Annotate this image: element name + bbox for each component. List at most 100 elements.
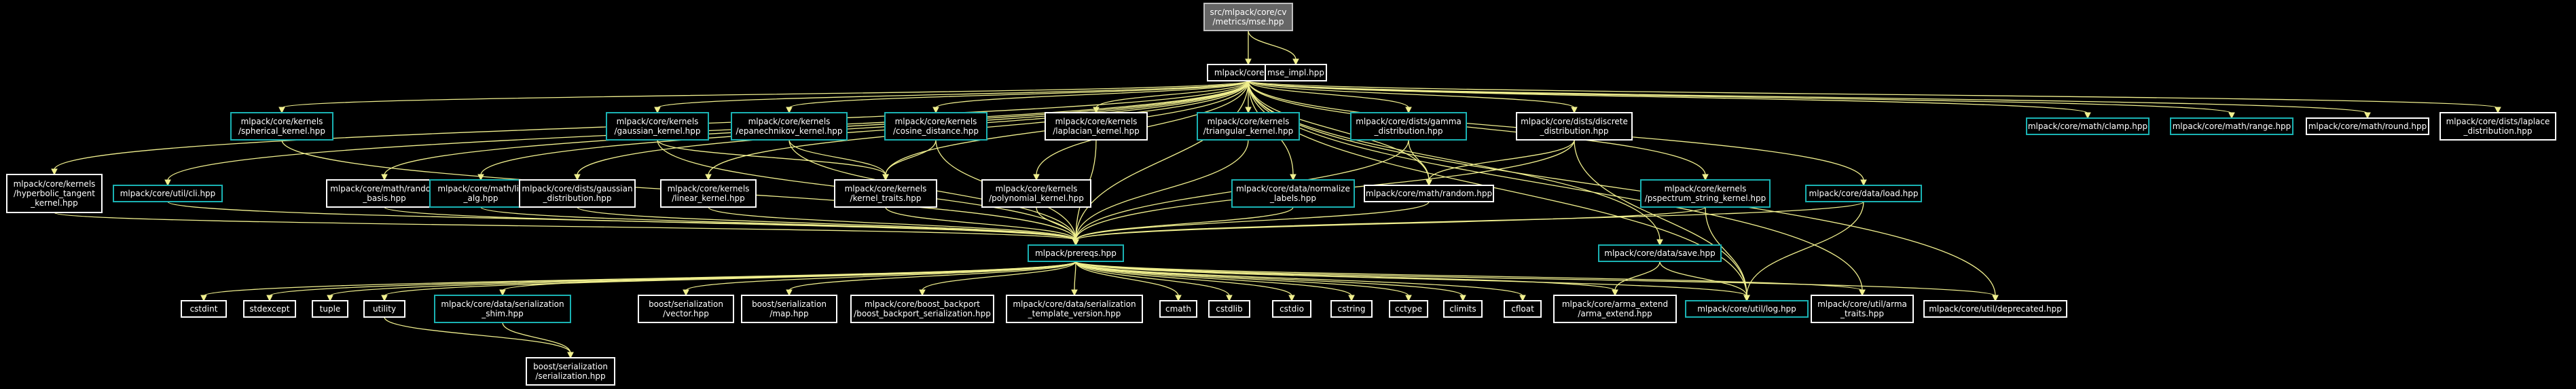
node-label: /laplacian_kernel.hpp [1053, 126, 1140, 136]
node-box [1208, 300, 1250, 318]
node-box [1197, 112, 1300, 141]
node-polynomial: mlpack/core/kernels/polynomial_kernel.hp… [981, 179, 1091, 208]
edge-prereqs-to-deprecated [1075, 261, 1996, 297]
arrowhead-prereqs-to-utility [381, 295, 388, 302]
node-box [2439, 112, 2556, 141]
edge-load-to-prereqs [1075, 201, 1864, 241]
node-prereqs[interactable]: mlpack/prereqs.hpp [1028, 244, 1124, 262]
node-normalize[interactable]: mlpack/core/data/normalize_labels.hpp [1231, 179, 1355, 208]
arrowhead-prereqs-to-cctype [1405, 295, 1412, 302]
edge-prereqs-to-stdexcept [269, 261, 1076, 297]
node-bs_map: boost/serialization/map.hpp [741, 295, 837, 323]
node-triangular[interactable]: mlpack/core/kernels/triangular_kernel.hp… [1197, 112, 1300, 141]
node-label: mlpack/core/kernels [668, 184, 750, 193]
node-box [1006, 295, 1143, 323]
node-box [884, 112, 987, 141]
edge-prereqs-to-cctype [1075, 261, 1409, 297]
node-discrete: mlpack/core/dists/discrete_distribution.… [1516, 112, 1633, 141]
node-clamp[interactable]: mlpack/core/math/clamp.hpp [2026, 117, 2149, 135]
node-laplacian_k: mlpack/core/kernels/laplacian_kernel.hpp [1045, 112, 1148, 141]
node-label: /polynomial_kernel.hpp [989, 193, 1084, 203]
arrowhead-core-to-epanechnikov [786, 107, 793, 114]
node-shim[interactable]: mlpack/core/data/serialization_shim.hpp [434, 295, 571, 323]
edge-core-to-gamma [1248, 80, 1409, 109]
node-label: mlpack/core/data/normalize [1236, 184, 1350, 193]
edge-discrete-to-log [1574, 139, 1747, 297]
edge-cosine-to-kernel_traits [885, 139, 937, 176]
node-gaussian_dist: mlpack/core/dists/gaussian_distribution.… [519, 179, 636, 208]
node-log[interactable]: mlpack/core/util/log.hpp [1685, 300, 1809, 318]
node-label: utility [373, 304, 396, 314]
node-label: /triangular_kernel.hpp [1203, 126, 1293, 136]
edge-discrete-to-math_random [1428, 139, 1575, 181]
arrowhead-prereqs-to-stdexcept [266, 295, 273, 302]
node-epanechnikov[interactable]: mlpack/core/kernels/epanechnikov_kernel.… [731, 112, 848, 141]
edge-core-to-prereqs [1075, 80, 1249, 241]
node-label: _distribution.hpp [1373, 126, 1443, 136]
arrowhead-core-to-range [2228, 112, 2235, 119]
edge-prereqs-to-cmath [1075, 261, 1179, 297]
arrowhead-prereqs-to-cstdlib [1226, 295, 1233, 302]
node-cosine[interactable]: mlpack/core/kernels/cosine_distance.hpp [884, 112, 987, 141]
arrowhead-core-to-discrete [1571, 107, 1578, 114]
edge-core-to-epanechnikov [788, 80, 1249, 109]
node-label: mlpack/core/boost_backport [865, 299, 980, 309]
node-label: _kernel.hpp [30, 198, 78, 208]
node-math_random: mlpack/core/math/random.hpp [1364, 185, 1494, 202]
edge-core-to-discrete [1248, 80, 1575, 109]
arrowhead-core-to-laplace_dist [2495, 107, 2501, 114]
node-box [2026, 117, 2149, 135]
node-label: /map.hpp [769, 309, 808, 318]
node-label: cfloat [1511, 304, 1534, 314]
node-label: /linear_kernel.hpp [672, 193, 745, 203]
node-gamma[interactable]: mlpack/core/dists/gamma_distribution.hpp [1350, 112, 1467, 141]
node-range[interactable]: mlpack/core/math/range.hpp [2170, 117, 2293, 135]
node-lin_alg[interactable]: mlpack/core/math/lin_alg.hpp [429, 179, 532, 208]
edge-prereqs-to-bs_map [788, 261, 1076, 291]
node-box [519, 179, 636, 208]
node-box [1330, 300, 1373, 318]
node-mse[interactable]: src/mlpack/core/cv/metrics/mse.hpp [1203, 3, 1293, 31]
node-box [2170, 117, 2293, 135]
node-label: /arma_extend.hpp [1578, 309, 1652, 318]
node-pspectrum[interactable]: mlpack/core/kernels/pspectrum_string_ker… [1640, 179, 1771, 208]
node-box [1504, 300, 1542, 318]
edge-hyperbolic-to-prereqs [54, 212, 1076, 241]
arrowhead-core-to-gamma [1405, 107, 1412, 114]
node-label: boost/serialization [533, 362, 608, 371]
edge-math_random-to-prereqs [1075, 201, 1430, 241]
node-hyperbolic: mlpack/core/kernels/hyperbolic_tangent_k… [6, 174, 103, 213]
node-box [1443, 300, 1483, 318]
edge-core-to-laplace_dist [1248, 80, 2499, 109]
edge-linear_k-to-prereqs [708, 206, 1076, 241]
node-cli[interactable]: mlpack/core/util/cli.hpp [113, 185, 223, 202]
node-box [1265, 64, 1327, 81]
node-label: mlpack/prereqs.hpp [1035, 248, 1117, 258]
edge-utility-to-bs_serialization [384, 316, 571, 354]
edge-prereqs-to-shim [502, 261, 1076, 291]
node-box [1364, 185, 1494, 202]
node-box [6, 174, 103, 213]
node-bs_vector: boost/serialization/vector.hpp [638, 295, 734, 323]
node-label: boost/serialization [752, 299, 827, 309]
edge-prereqs-to-cstdint [203, 261, 1076, 297]
arrowhead-utility-to-bs_serialization [567, 352, 574, 359]
node-box [1805, 185, 1922, 202]
node-spherical[interactable]: mlpack/core/kernels/spherical_kernel.hpp [230, 112, 333, 141]
node-box [2306, 117, 2429, 135]
node-box [731, 112, 848, 141]
node-gaussian_k[interactable]: mlpack/core/kernels/gaussian_kernel.hpp [606, 112, 709, 141]
node-label: tuple [320, 304, 341, 314]
node-label: _distribution.hpp [1539, 126, 1608, 136]
node-label: mlpack/core/data/serialization [1013, 299, 1136, 309]
node-label: mlpack/core/kernels [241, 117, 323, 126]
edge-prereqs-to-cstdlib [1075, 261, 1230, 297]
edges-layer [51, 30, 2501, 359]
edge-triangular-to-prereqs [1075, 139, 1249, 241]
node-label: _alg.hpp [463, 193, 498, 203]
node-label: mlpack/core/dists/laplace [2446, 117, 2550, 126]
edge-mse-to-mse_impl [1248, 30, 1296, 60]
node-load[interactable]: mlpack/core/data/load.hpp [1805, 185, 1922, 202]
node-stdexcept: stdexcept [243, 300, 296, 318]
node-save[interactable]: mlpack/core/data/save.hpp [1598, 244, 1722, 262]
